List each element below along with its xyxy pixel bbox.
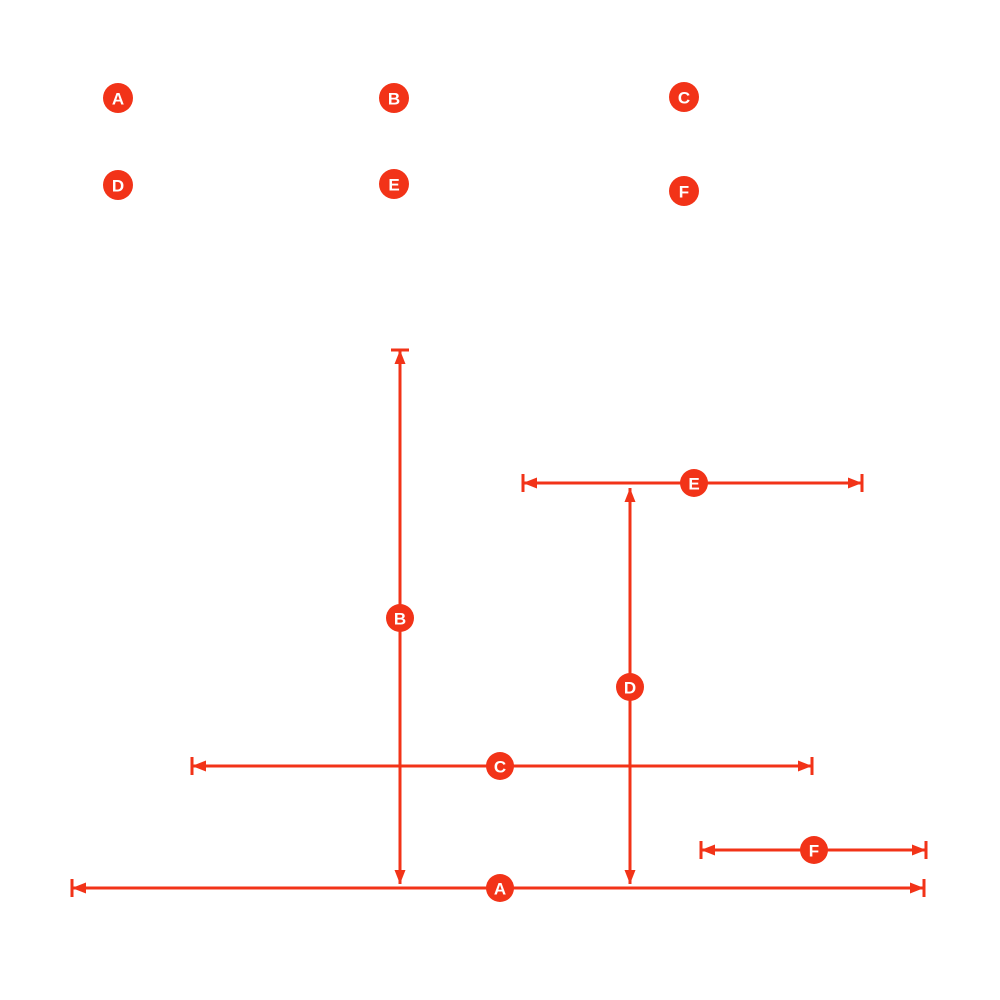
dimension-b: B	[386, 348, 414, 884]
dimension-label-e-letter: E	[688, 475, 699, 494]
legend-marker-c-letter: C	[678, 89, 690, 108]
dimension-label-e-circle	[680, 469, 708, 497]
legend-marker-d-letter: D	[112, 177, 124, 196]
arrowhead-down-icon	[624, 870, 636, 884]
arrowhead-right-icon	[912, 844, 926, 856]
dimension-label-e: E	[680, 469, 708, 497]
dimension-label-b-circle	[386, 604, 414, 632]
dimension-label-f-letter: F	[809, 842, 819, 861]
arrowhead-right-icon	[798, 760, 812, 772]
legend-marker-b-letter: B	[388, 90, 400, 109]
arrowhead-right-icon	[848, 477, 862, 489]
legend-marker-f-circle	[669, 176, 699, 206]
dimension-label-c-circle	[486, 752, 514, 780]
legend-marker-a-letter: A	[112, 90, 124, 109]
arrowhead-up-icon	[624, 488, 636, 502]
dimension-label-b-letter: B	[394, 610, 406, 629]
dimension-c: C	[190, 752, 814, 780]
legend-marker-c-circle	[669, 82, 699, 112]
dimension-label-a-letter: A	[494, 880, 506, 899]
legend-markers: A B C D E F	[103, 82, 699, 206]
legend-marker-b-circle	[379, 83, 409, 113]
legend-marker-a: A	[103, 83, 133, 113]
dimension-f: F	[699, 836, 928, 864]
arrowhead-left-icon	[192, 760, 206, 772]
legend-marker-f-letter: F	[679, 183, 689, 202]
dimension-label-b: B	[386, 604, 414, 632]
legend-marker-c: C	[669, 82, 699, 112]
dimension-label-c-letter: C	[494, 758, 506, 777]
arrowhead-left-icon	[523, 477, 537, 489]
legend-marker-b: B	[379, 83, 409, 113]
arrowhead-up-icon	[394, 350, 406, 364]
dimension-a: A	[70, 874, 926, 902]
dimension-label-f-circle	[800, 836, 828, 864]
legend-marker-d: D	[103, 170, 133, 200]
dimension-label-a: A	[486, 874, 514, 902]
arrowhead-left-icon	[72, 882, 86, 894]
arrowhead-down-icon	[394, 870, 406, 884]
dimension-label-d: D	[616, 673, 644, 701]
arrowhead-left-icon	[701, 844, 715, 856]
legend-marker-a-circle	[103, 83, 133, 113]
dimension-label-d-letter: D	[624, 679, 636, 698]
dimension-label-d-circle	[616, 673, 644, 701]
legend-marker-e-letter: E	[388, 176, 399, 195]
dimension-label-c: C	[486, 752, 514, 780]
legend-marker-d-circle	[103, 170, 133, 200]
dimension-label-f: F	[800, 836, 828, 864]
legend-marker-f: F	[669, 176, 699, 206]
legend-marker-e: E	[379, 169, 409, 199]
dimension-label-a-circle	[486, 874, 514, 902]
dimension-d: D	[616, 488, 644, 884]
arrowhead-right-icon	[910, 882, 924, 894]
legend-marker-e-circle	[379, 169, 409, 199]
dimension-e: E	[521, 469, 864, 497]
